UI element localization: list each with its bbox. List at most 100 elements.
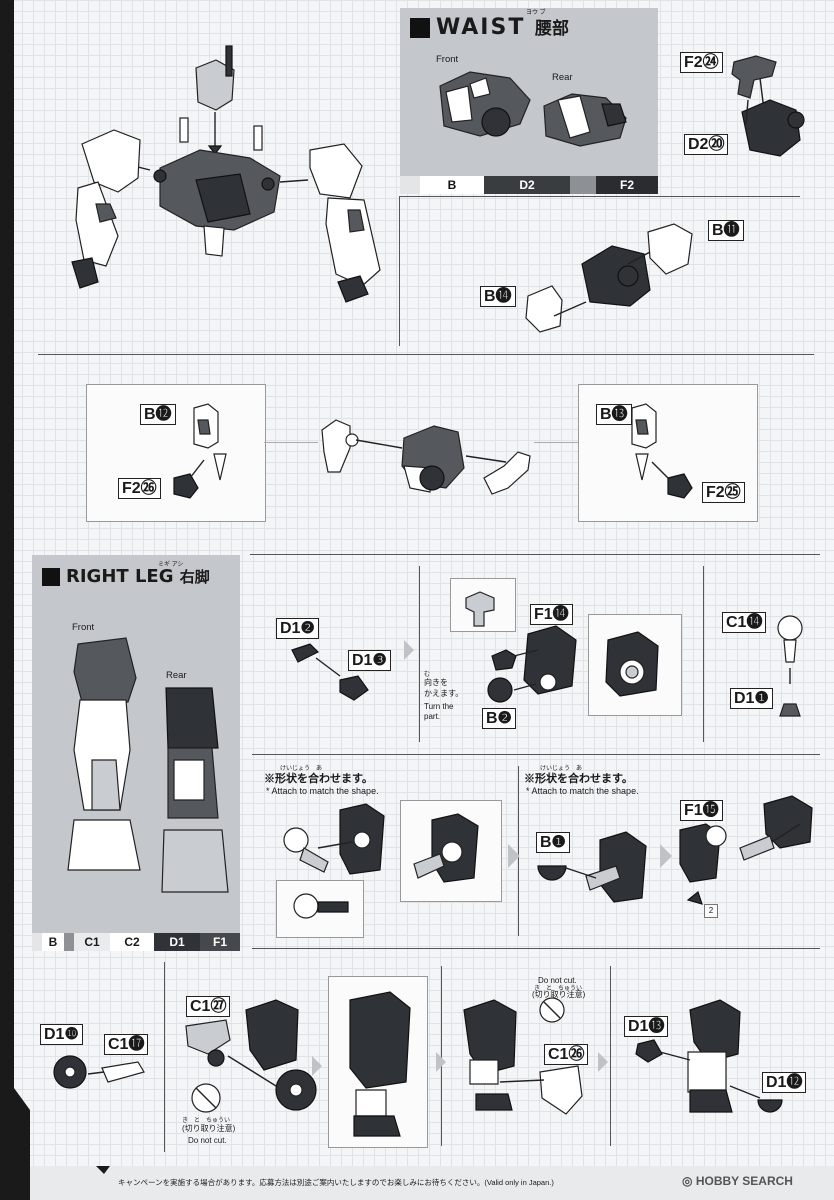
- waist-rear-label: Rear: [552, 72, 573, 83]
- part-label-c1-27: C1㉗: [186, 996, 231, 1017]
- turn-note-jp: 向きを: [424, 678, 448, 687]
- watermark-text: HOBBY SEARCH: [695, 1174, 793, 1188]
- divider-row5-v2: [610, 966, 611, 1146]
- section-square-icon: [42, 568, 60, 586]
- waist-color-f2: F2: [596, 176, 658, 194]
- part-label-d1-3: D1❸: [348, 650, 391, 671]
- turn-note-jp2: かえます。: [424, 689, 464, 698]
- donot-jp-right: (切り取り注意): [532, 990, 586, 999]
- donot-en-left: Do not cut.: [188, 1136, 227, 1145]
- shape-note-ruby-right: けいじょう あ: [540, 766, 583, 772]
- divider-row5-v1: [441, 966, 442, 1146]
- waist-color-swatch-light: [400, 176, 420, 194]
- right-leg-title: RIGHT LEG 右脚: [42, 566, 210, 587]
- divider-row3-v1: [419, 566, 420, 742]
- connector-left: [264, 442, 318, 443]
- divider-horizontal-row3: [250, 554, 820, 555]
- right-leg-title-ruby: ミギ アシ: [158, 562, 184, 568]
- turn-note-ruby: む: [424, 672, 431, 678]
- divider-vertical-top: [399, 196, 400, 346]
- waist-color-d2: D2: [484, 176, 570, 194]
- divider-row5-v0: [164, 962, 165, 1152]
- footer-watermark: ◎ HOBBY SEARCH: [682, 1174, 793, 1188]
- divider-row3-v2: [703, 566, 704, 742]
- waist-color-swatch-mid: [570, 176, 596, 194]
- watermark-logo-icon: ◎: [682, 1174, 696, 1188]
- part-label-d2-20: D2⑳: [684, 134, 729, 155]
- shape-note-jp-right: ※形状を合わせます。: [524, 773, 633, 785]
- divider-horizontal-row4: [252, 754, 820, 755]
- part-label-c1-26: C1㉖: [544, 1044, 589, 1065]
- waist-title-text: WAIST: [436, 15, 526, 40]
- leg-color-d1: D1: [154, 933, 200, 951]
- turn-note-en1: Turn the: [424, 702, 454, 711]
- footer-notice: キャンペーンを実施する場合があります。応募方法は別途ご案内いたしますのでお楽しみ…: [118, 1178, 554, 1187]
- leg-color-f1: F1: [200, 933, 240, 951]
- leg-color-swatch-light: [32, 933, 42, 951]
- part-label-b2: B❷: [482, 708, 516, 729]
- part-label-c1-17: C1⓱: [104, 1034, 149, 1055]
- right-leg-front-label: Front: [72, 622, 95, 633]
- shape-note-ruby-left: けいじょう あ: [280, 766, 323, 772]
- part-label-d1-10: D1❿: [40, 1024, 83, 1045]
- divider-row4-v1: [518, 766, 519, 936]
- leg-color-c2: C2: [110, 933, 154, 951]
- footer-bar: [0, 1166, 834, 1200]
- donot-ruby-right: き と ちゅうい: [534, 986, 583, 992]
- waist-color-bar: B D2 F2: [400, 176, 658, 194]
- waist-title-ruby: ヨウ ブ: [526, 10, 546, 16]
- step-ref-box: 2: [704, 904, 718, 918]
- part-label-d1-2: D1❷: [276, 618, 319, 639]
- part-label-d1-1: D1❶: [730, 688, 773, 709]
- section-square-icon: [410, 18, 430, 38]
- part-label-c1-14: C1⓮: [722, 612, 767, 633]
- leg-color-b: B: [42, 933, 64, 951]
- part-label-d1-12: D1⓬: [762, 1072, 807, 1093]
- turn-note-en2: part.: [424, 712, 441, 721]
- shape-note-jp-left: ※形状を合わせます。: [264, 773, 373, 785]
- connector-right: [534, 442, 578, 443]
- donot-en-right: Do not cut.: [538, 976, 577, 985]
- part-label-b13: B⓭: [596, 404, 632, 425]
- part-label-f2-26: F2㉖: [118, 478, 161, 499]
- part-label-b1: B❶: [536, 832, 570, 853]
- divider-horizontal-row5: [252, 948, 820, 949]
- waist-title: WAIST 腰部: [410, 14, 569, 40]
- divider-horizontal-row1-inner: [400, 196, 800, 197]
- right-leg-color-bar: B C1 C2 D1 F1: [32, 933, 240, 951]
- right-leg-rear-label: Rear: [166, 670, 187, 681]
- leg-color-c1: C1: [74, 933, 110, 951]
- part-label-b12: B⓬: [140, 404, 176, 425]
- divider-horizontal-row1: [38, 354, 814, 355]
- donot-jp-left: (切り取り注意): [182, 1124, 236, 1133]
- shape-note-en-left: * Attach to match the shape.: [266, 786, 379, 796]
- shape-note-en-right: * Attach to match the shape.: [526, 786, 639, 796]
- part-label-d1-13: D1⓭: [624, 1016, 669, 1037]
- leg-color-swatch-mid: [64, 933, 74, 951]
- part-label-f2-25: F2㉕: [702, 482, 745, 503]
- part-label-f1-14: F1⓮: [530, 604, 573, 625]
- part-label-b11: B⓫: [708, 220, 744, 241]
- b12-f2-subassembly-box: [86, 384, 266, 522]
- part-label-b14: B⓮: [480, 286, 516, 307]
- waist-color-b: B: [420, 176, 484, 194]
- right-leg-title-text: RIGHT LEG: [66, 566, 174, 587]
- part-label-f1-15: F1⓯: [680, 800, 723, 821]
- waist-title-jp: 腰部: [535, 19, 570, 39]
- waist-front-label: Front: [436, 54, 459, 65]
- donot-ruby-left: き と ちゅうい: [182, 1118, 231, 1124]
- right-leg-title-jp: 右脚: [179, 568, 210, 586]
- part-label-f2-24: F2㉔: [680, 52, 723, 73]
